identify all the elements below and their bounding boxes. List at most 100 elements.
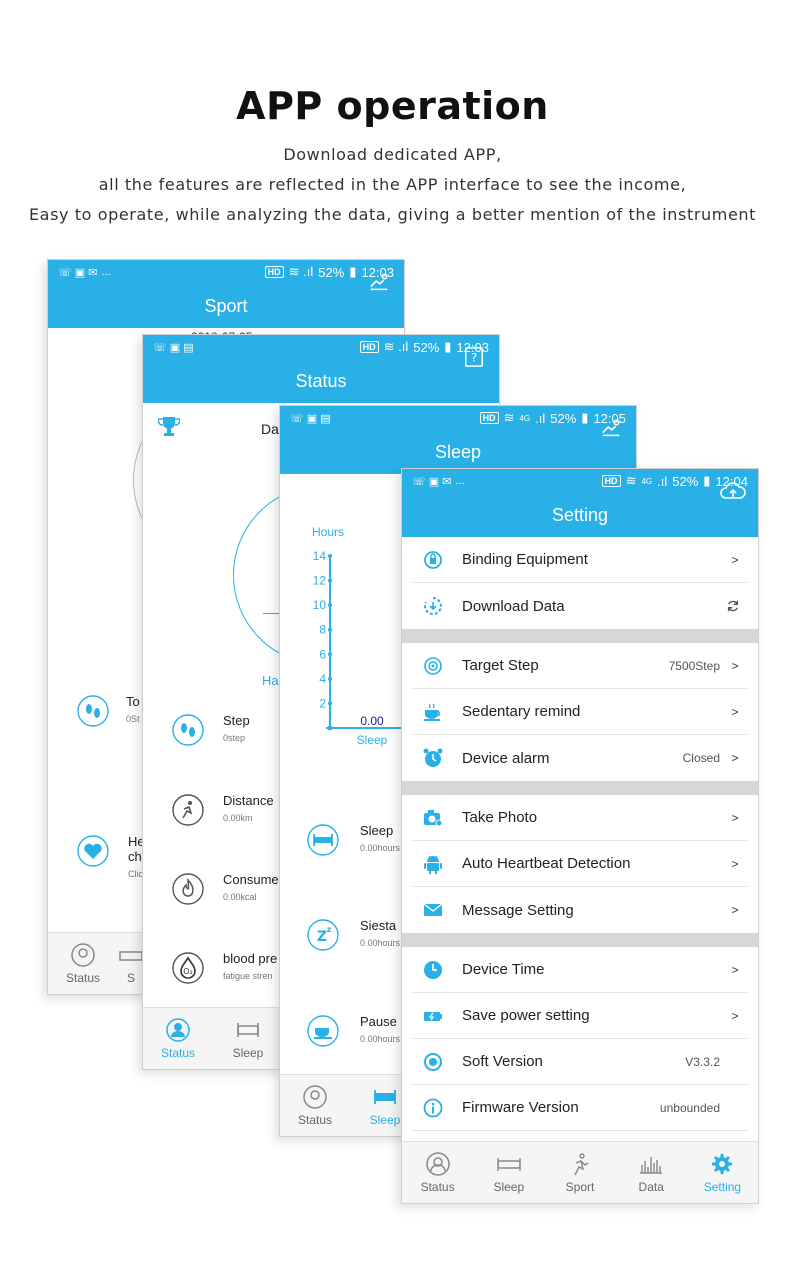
tab-sleep[interactable]: Sleep bbox=[350, 1075, 420, 1136]
siesta-icon: Z z bbox=[307, 919, 339, 951]
y-tick-label: 10 bbox=[313, 598, 327, 612]
setting-auto-heartbeat[interactable]: Auto Heartbeat Detection > bbox=[412, 841, 748, 887]
target-icon bbox=[424, 656, 442, 675]
help-icon[interactable]: ? bbox=[463, 346, 485, 368]
bed-icon bbox=[307, 824, 339, 856]
info-icon bbox=[423, 1098, 443, 1117]
daily-heading: Da bbox=[261, 421, 279, 437]
tab-setting[interactable]: Setting bbox=[687, 1142, 758, 1203]
coffee-icon bbox=[307, 1015, 339, 1047]
status-bar: ☏ ▣ ✉... HD≋4G.ıl 52%▮12:04 bbox=[402, 469, 758, 493]
status-icon bbox=[425, 1152, 450, 1176]
y-tick-dot bbox=[328, 676, 332, 681]
chevron-right-icon: > bbox=[731, 962, 739, 977]
setting-target-step[interactable]: Target Step 7500Step > bbox=[412, 643, 748, 689]
x-tick-label: Sleep bbox=[357, 733, 388, 747]
status-bar: ☏ ▣ ▤ HD≋ .ıl 52%▮12:03 bbox=[143, 335, 499, 359]
setting-screen: ☏ ▣ ✉... HD≋4G.ıl 52%▮12:04 Setting Bind… bbox=[401, 468, 759, 1204]
setting-binding-equipment[interactable]: Binding Equipment > bbox=[412, 537, 748, 583]
chevron-right-icon: > bbox=[731, 1008, 739, 1023]
chevron-right-icon: > bbox=[731, 751, 739, 765]
cloud-upload-icon[interactable] bbox=[720, 480, 746, 502]
y-tick-dot bbox=[328, 652, 332, 657]
android-icon bbox=[424, 855, 442, 874]
origin-dot bbox=[327, 725, 333, 731]
tab-status[interactable]: Status bbox=[280, 1075, 350, 1136]
refresh-icon[interactable] bbox=[726, 599, 740, 613]
chevron-right-icon: > bbox=[731, 552, 739, 567]
heart-icon bbox=[77, 835, 109, 867]
setting-sedentary-remind[interactable]: Sedentary remind > bbox=[412, 689, 748, 735]
y-tick-dot bbox=[328, 627, 332, 632]
y-tick-dot bbox=[328, 578, 332, 583]
page-title: Status bbox=[143, 359, 499, 403]
setting-soft-version[interactable]: Soft Version V3.3.2 bbox=[412, 1039, 748, 1085]
ring-label: Ha bbox=[262, 673, 279, 688]
bed-icon bbox=[497, 1158, 521, 1171]
tab-sport[interactable]: Sport bbox=[544, 1142, 615, 1203]
chevron-right-icon: > bbox=[731, 856, 739, 871]
hero-line-3: Easy to operate, while analyzing the dat… bbox=[28, 205, 757, 224]
binding-icon bbox=[424, 550, 442, 569]
tab-sleep[interactable]: S bbox=[118, 933, 144, 994]
status-icon bbox=[303, 1085, 327, 1109]
ring-tick bbox=[263, 613, 279, 614]
gear-icon bbox=[712, 1154, 733, 1174]
page-title: Sport bbox=[48, 284, 404, 328]
hero-title: APP operation bbox=[236, 84, 549, 128]
setting-message[interactable]: Message Setting > bbox=[412, 887, 748, 933]
page-title: Setting bbox=[402, 493, 758, 537]
tab-status[interactable]: Status bbox=[402, 1142, 473, 1203]
run-icon[interactable] bbox=[368, 271, 390, 293]
chevron-right-icon: > bbox=[731, 810, 739, 825]
bed-icon bbox=[374, 1090, 396, 1104]
run-icon[interactable] bbox=[600, 417, 622, 439]
tab-sleep[interactable]: Sleep bbox=[213, 1008, 283, 1069]
setting-save-power[interactable]: Save power setting > bbox=[412, 993, 748, 1039]
tab-status[interactable]: Status bbox=[48, 933, 118, 994]
svg-text:Z: Z bbox=[317, 929, 327, 945]
mail-icon bbox=[423, 903, 443, 916]
flame-icon bbox=[172, 873, 204, 905]
setting-download-data[interactable]: Download Data bbox=[412, 583, 748, 629]
battery-icon bbox=[424, 1011, 442, 1021]
run-icon bbox=[574, 1153, 589, 1176]
setting-device-time[interactable]: Device Time > bbox=[412, 947, 748, 993]
setting-device-alarm[interactable]: Device alarm Closed > bbox=[412, 735, 748, 781]
chevron-right-icon: > bbox=[731, 704, 739, 719]
y-tick-label: 14 bbox=[313, 549, 327, 563]
y-tick-label: 2 bbox=[319, 696, 326, 710]
footprint-icon bbox=[172, 714, 204, 746]
y-tick-dot bbox=[328, 554, 332, 558]
tab-status[interactable]: Status bbox=[143, 1008, 213, 1069]
coffee-icon bbox=[424, 703, 441, 721]
bed-icon bbox=[119, 951, 143, 961]
svg-text:O₂: O₂ bbox=[183, 967, 193, 976]
version-icon bbox=[424, 1052, 442, 1071]
tab-bar: Status Sleep Sport Data Setting bbox=[402, 1141, 758, 1203]
status-icon bbox=[166, 1018, 190, 1042]
y-tick-label: 8 bbox=[319, 623, 326, 637]
page-title: Sleep bbox=[280, 430, 636, 474]
y-tick-label: 4 bbox=[319, 672, 326, 686]
tab-sleep[interactable]: Sleep bbox=[473, 1142, 544, 1203]
trophy-icon bbox=[158, 417, 180, 436]
bar-chart-icon bbox=[640, 1157, 663, 1174]
tab-data[interactable]: Data bbox=[616, 1142, 687, 1203]
download-icon bbox=[423, 597, 442, 615]
setting-take-photo[interactable]: Take Photo > bbox=[412, 795, 748, 841]
footprint-icon bbox=[77, 695, 109, 727]
y-tick-label: 12 bbox=[313, 574, 327, 588]
setting-firmware-version[interactable]: Firmware Version unbounded bbox=[412, 1085, 748, 1131]
chevron-right-icon: > bbox=[731, 658, 739, 673]
svg-text:?: ? bbox=[471, 351, 477, 365]
